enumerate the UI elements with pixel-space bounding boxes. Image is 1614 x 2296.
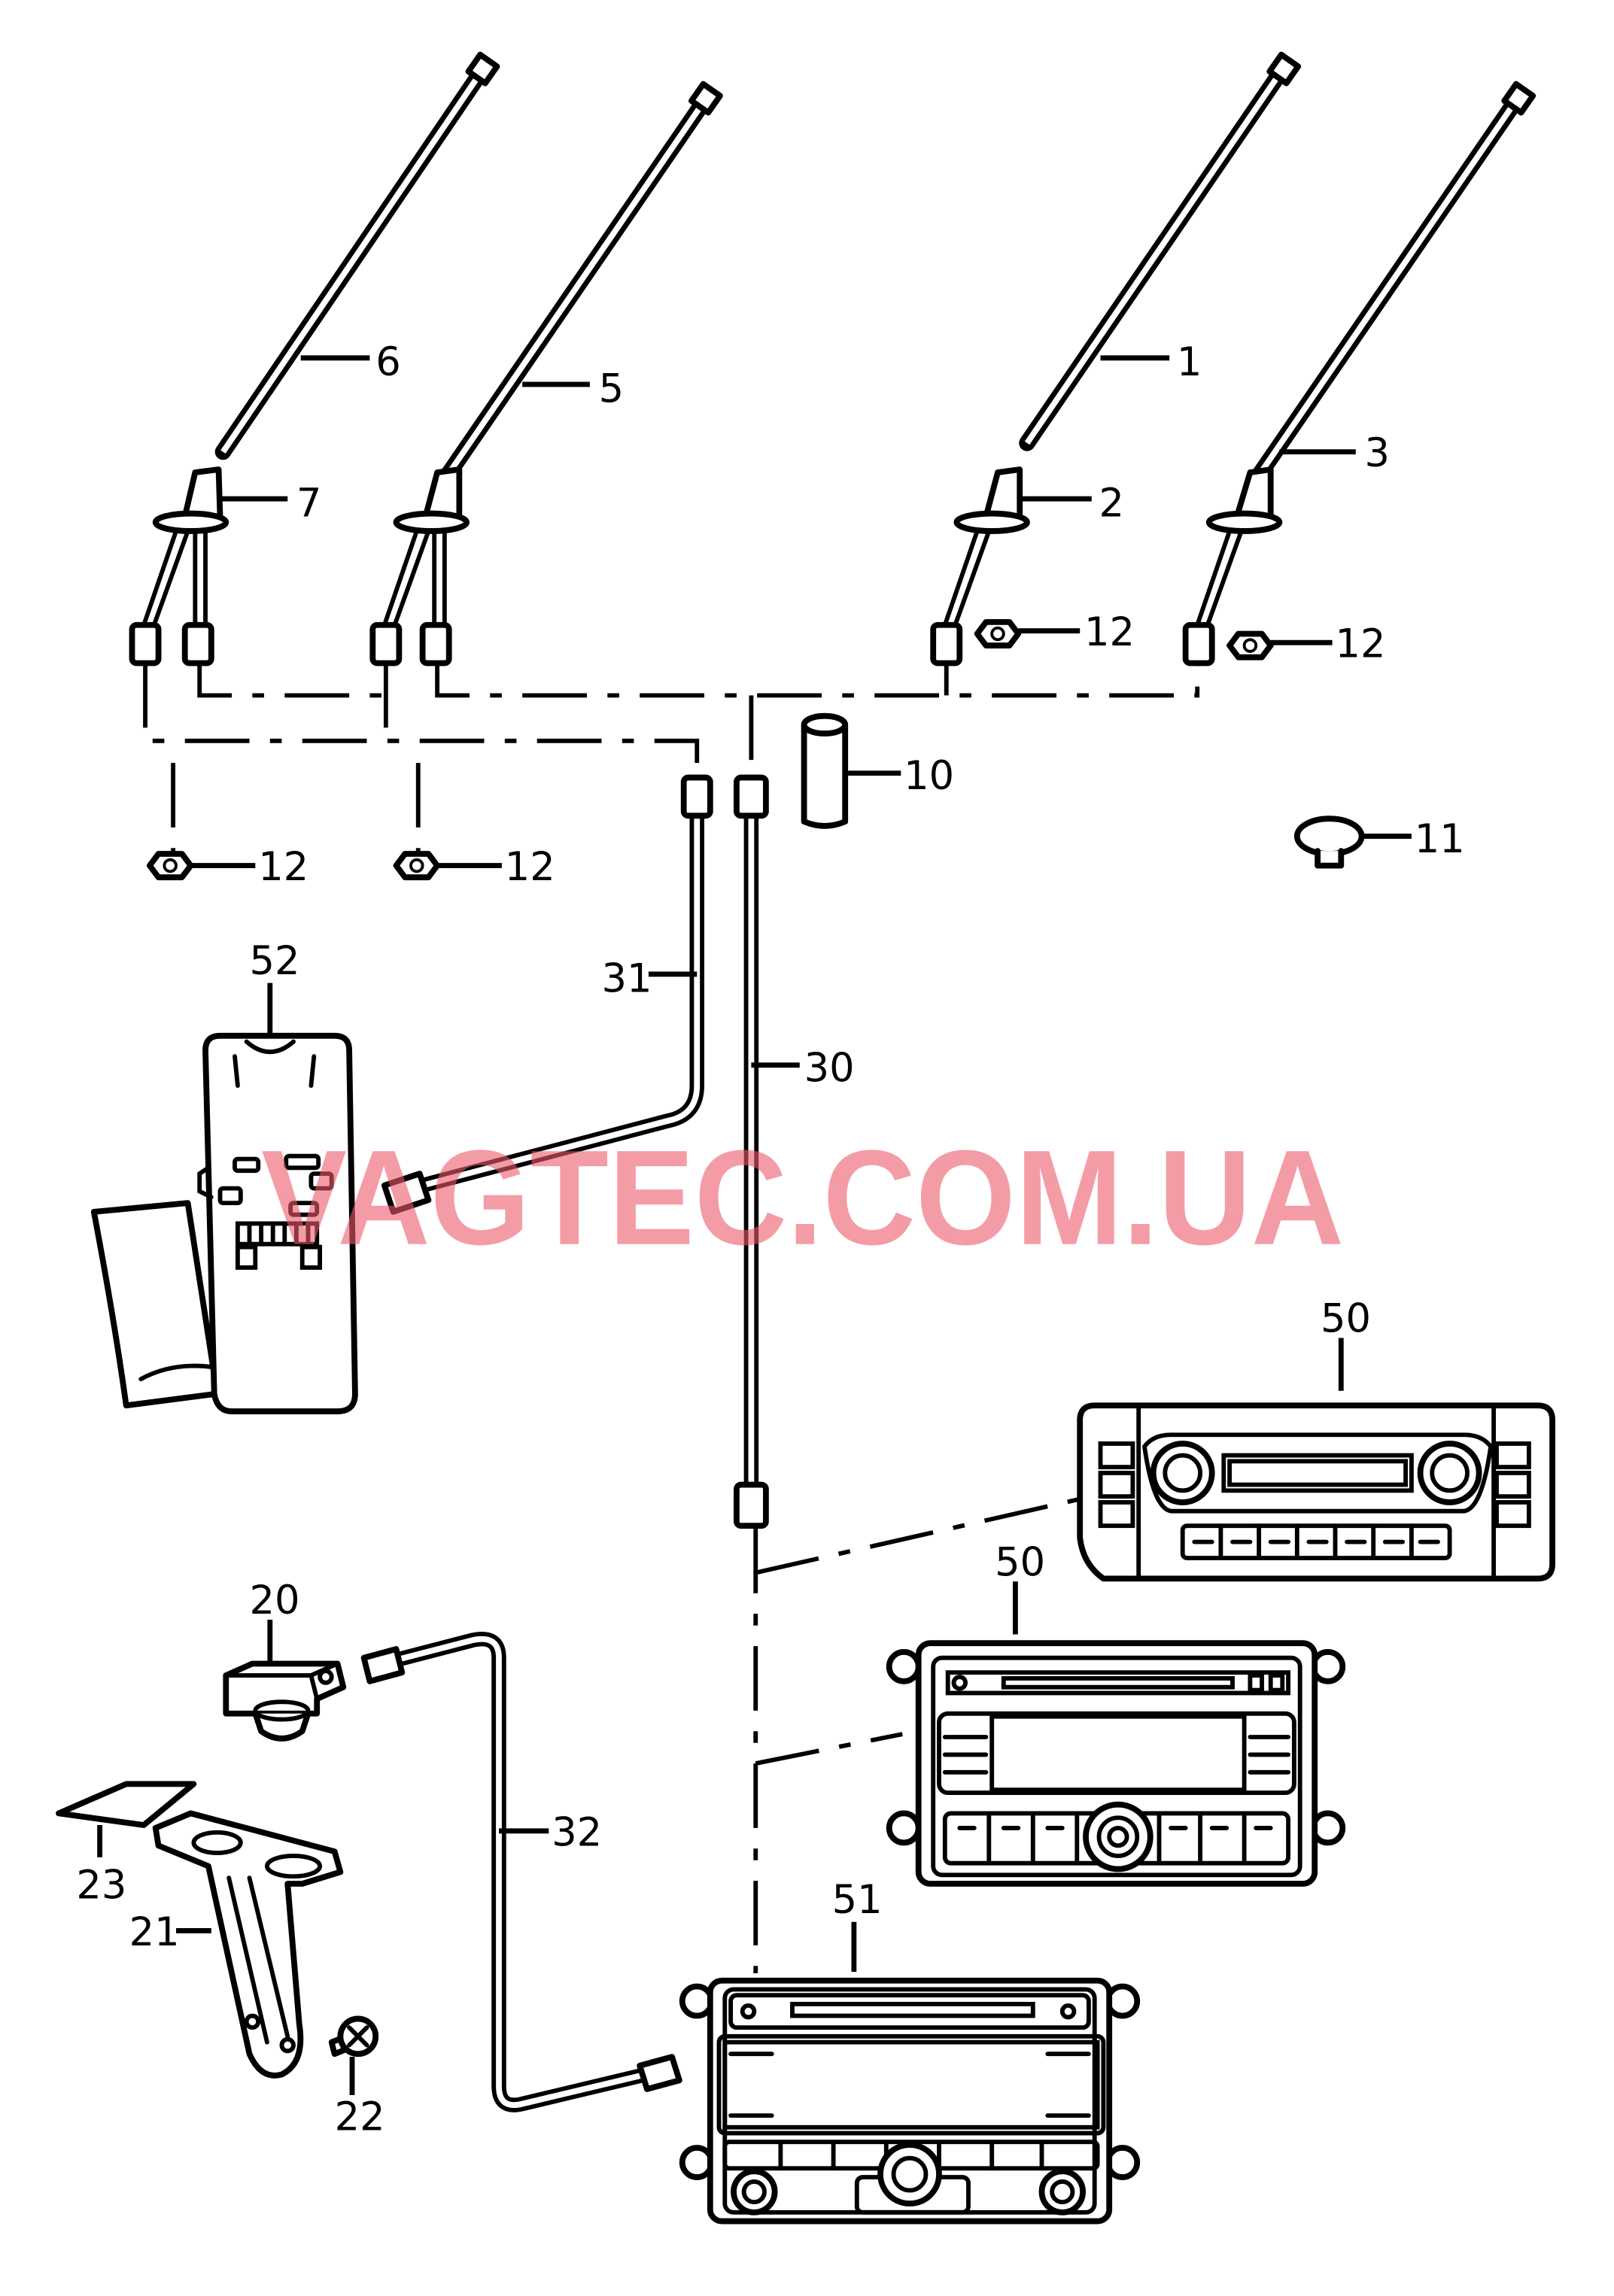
callout-12-d: 12	[505, 844, 555, 890]
callout-23: 23	[76, 1863, 126, 1909]
leader-lines	[97, 355, 1412, 2095]
antenna-cable-31[interactable]	[381, 774, 713, 1215]
antenna-cable-30[interactable]	[734, 774, 769, 1529]
antenna-rod-5[interactable]	[439, 80, 723, 484]
connection-lines	[143, 663, 1200, 1973]
antenna-base-3[interactable]	[1182, 466, 1283, 667]
nut-12-d[interactable]	[393, 851, 440, 881]
callout-10: 10	[904, 753, 954, 799]
antenna-rod-6[interactable]	[214, 51, 500, 460]
callout-6: 6	[375, 339, 400, 385]
nut-12-b[interactable]	[1226, 630, 1274, 661]
label-23[interactable]	[56, 1781, 197, 1828]
callout-12-b: 12	[1336, 621, 1386, 667]
bracket-21[interactable]	[152, 1810, 344, 2079]
callout-3: 3	[1365, 430, 1390, 476]
nut-12-a[interactable]	[974, 618, 1022, 648]
callout-labels: 6 5 1 3 7 2 12 12 12 12 10 11 31 30 52 5…	[76, 339, 1464, 2140]
callout-2: 2	[1099, 480, 1124, 526]
callout-20: 20	[250, 1578, 300, 1623]
antenna-base-7[interactable]	[129, 466, 229, 667]
callout-21: 21	[129, 1909, 180, 1955]
callout-52: 52	[250, 938, 300, 984]
callout-30: 30	[804, 1045, 855, 1091]
antenna-rod-1[interactable]	[1019, 51, 1302, 451]
nut-12-c[interactable]	[147, 851, 194, 881]
callout-22: 22	[335, 2094, 385, 2140]
callout-1: 1	[1177, 339, 1202, 385]
callout-12-c: 12	[258, 844, 309, 890]
callout-50-b: 50	[995, 1539, 1045, 1585]
antenna-base-5[interactable]	[369, 466, 470, 667]
screw-22[interactable]	[328, 2015, 379, 2058]
callout-12-a: 12	[1084, 609, 1135, 655]
spacer-10[interactable]	[801, 712, 849, 829]
callout-51: 51	[832, 1877, 883, 1923]
phone-cradle-52[interactable]	[90, 1032, 358, 1414]
antenna-base-unit-20[interactable]	[223, 1660, 347, 1742]
callout-31: 31	[602, 955, 652, 1001]
radio-unit-51[interactable]	[679, 1977, 1141, 2225]
callout-5: 5	[599, 366, 624, 412]
callout-32: 32	[552, 1809, 602, 1855]
grommet-11[interactable]	[1293, 815, 1365, 869]
radio-unit-50-b[interactable]	[886, 1640, 1346, 1887]
watermark-text: VAGTEC.COM.UA	[261, 1123, 1344, 1274]
callout-11: 11	[1415, 816, 1465, 862]
antenna-rod-3[interactable]	[1251, 80, 1536, 484]
callout-7: 7	[296, 480, 321, 526]
callout-50-a: 50	[1321, 1296, 1371, 1342]
radio-unit-50-a[interactable]	[1077, 1402, 1555, 1582]
antenna-cable-32[interactable]	[360, 1632, 682, 2112]
